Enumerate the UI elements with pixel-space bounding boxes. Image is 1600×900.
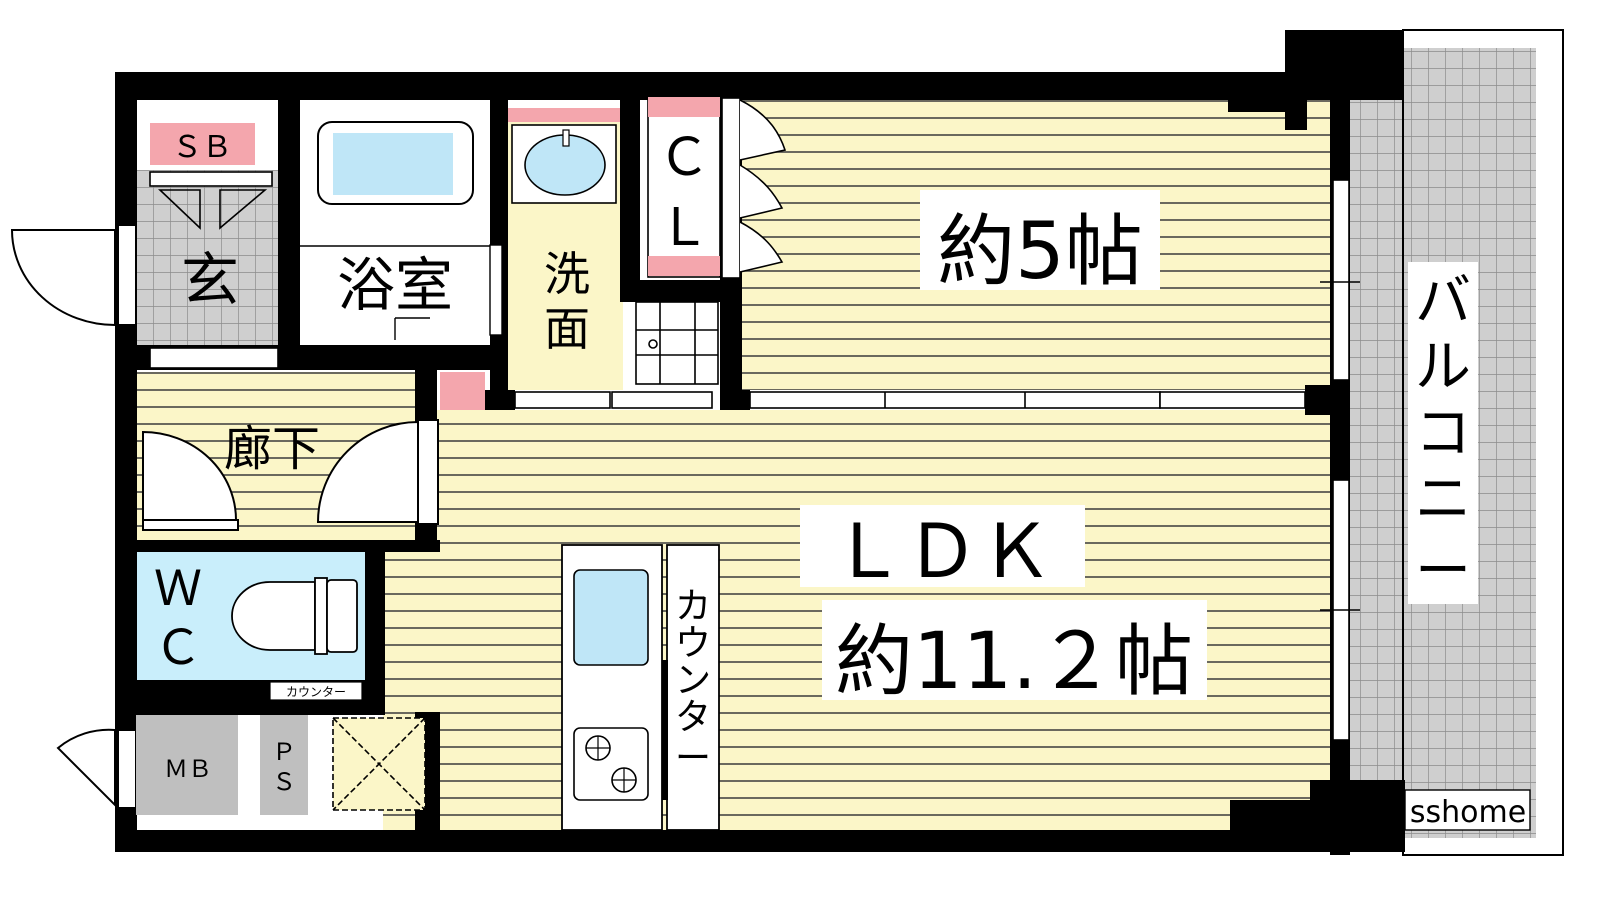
front-door[interactable] xyxy=(10,224,137,327)
ps-box xyxy=(260,715,308,815)
room5-label: 約5帖 xyxy=(937,207,1143,297)
svg-text:ー: ー xyxy=(675,738,711,779)
svg-text:ル: ル xyxy=(1415,335,1471,400)
watermark: sshome xyxy=(1410,795,1526,830)
counter-box xyxy=(666,544,720,831)
wc-counter-label: カウンター xyxy=(286,685,346,699)
stove xyxy=(573,727,649,801)
sb-box xyxy=(150,123,255,165)
counter-label: カ ウ ン タ ー xyxy=(675,586,711,779)
entrance-step xyxy=(149,347,279,369)
toilet xyxy=(231,577,358,655)
svg-text:コ: コ xyxy=(1415,401,1471,466)
closet-box xyxy=(647,96,721,278)
svg-text:カ: カ xyxy=(675,586,711,627)
closet-label-1: Ｃ xyxy=(658,128,710,188)
bath-label: 浴室 xyxy=(337,251,453,319)
bath-door[interactable] xyxy=(489,244,503,336)
closet-doors[interactable] xyxy=(721,97,787,279)
ldk-size-bg xyxy=(822,600,1207,700)
mb-door[interactable] xyxy=(56,728,137,809)
mb-label: ＭＢ xyxy=(164,755,212,783)
ps-label-1: Ｐ xyxy=(272,738,296,766)
bathtub-water xyxy=(333,133,453,195)
sb-label: ＳＢ xyxy=(172,130,232,165)
washroom-top-strip xyxy=(508,108,620,122)
ldk-label-bg xyxy=(800,505,1085,587)
room5-label-bg xyxy=(920,190,1160,290)
svg-text:ニ: ニ xyxy=(1415,467,1471,532)
washroom-label-1: 洗 xyxy=(544,247,590,301)
svg-text:バ: バ xyxy=(1415,269,1471,334)
ldk-label: ＬＤＫ xyxy=(831,509,1053,595)
ps-label-2: Ｓ xyxy=(272,768,296,796)
hallway-pink-box xyxy=(440,372,485,410)
partition-sliding-doors xyxy=(514,391,1306,409)
ldk-door[interactable] xyxy=(316,419,439,525)
wc-label-1: Ｗ xyxy=(154,561,202,617)
mb-box xyxy=(136,715,238,815)
wc-door[interactable] xyxy=(142,430,239,531)
balcony-label: バ ル コ ニ ー xyxy=(1415,269,1471,604)
svg-text:ン: ン xyxy=(675,660,711,701)
wc-label-2: Ｃ xyxy=(154,620,202,676)
hallway-label: 廊下 xyxy=(224,421,320,477)
balcony-label-bg xyxy=(1408,262,1478,604)
storage-x-box xyxy=(332,717,426,811)
svg-text:タ: タ xyxy=(675,697,711,738)
closet-label-2: Ｌ xyxy=(658,198,710,258)
wc-counter-box xyxy=(269,681,363,701)
shoe-box-doors xyxy=(149,171,273,230)
balcony-railing xyxy=(1402,29,1564,856)
svg-text:ウ: ウ xyxy=(675,623,711,664)
ldk-size-label: 約11.２帖 xyxy=(835,617,1193,707)
watermark-box xyxy=(1404,789,1531,831)
washing-machine-pan xyxy=(635,301,719,385)
entrance-label: 玄 xyxy=(181,246,239,314)
kitchen-sink xyxy=(573,569,649,666)
svg-text:ー: ー xyxy=(1415,539,1471,604)
washroom-label-2: 面 xyxy=(544,302,590,356)
balcony-windows xyxy=(1320,179,1360,741)
